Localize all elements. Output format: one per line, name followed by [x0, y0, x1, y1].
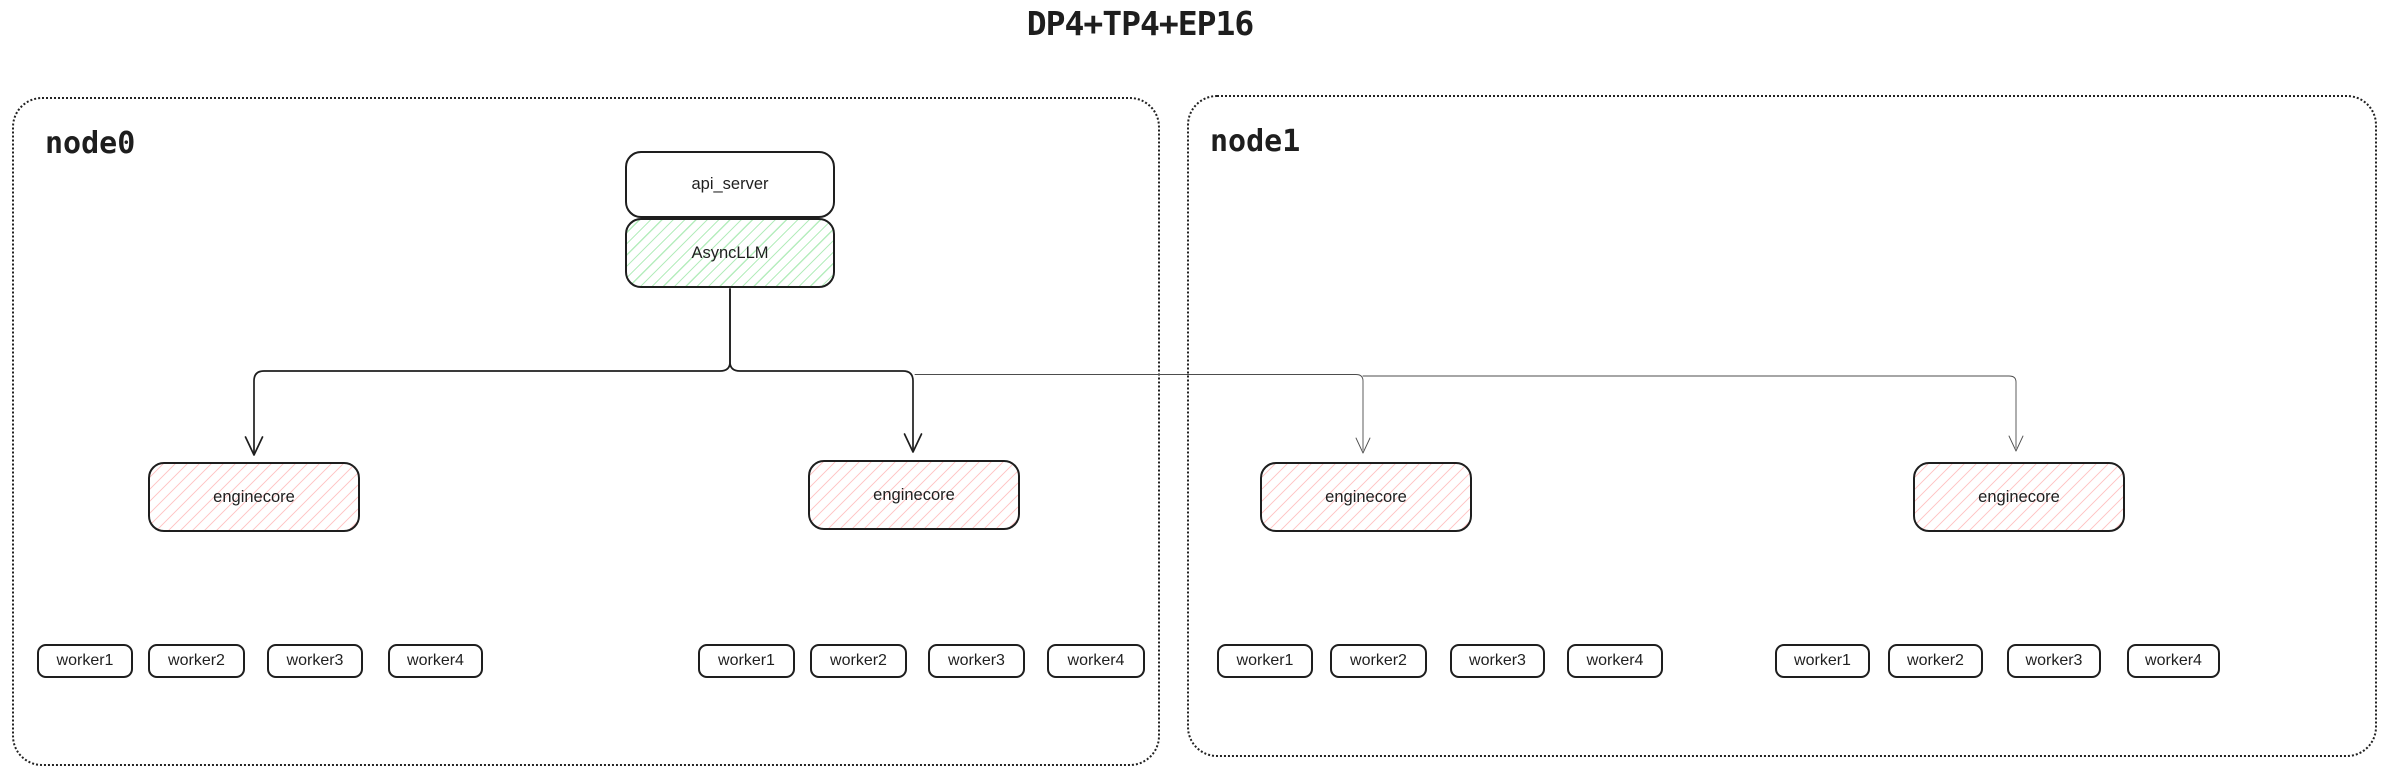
enginecore-box-node0-2: enginecore	[808, 460, 1020, 530]
api-server-box: api_server	[625, 151, 835, 218]
worker-box: worker1	[37, 644, 133, 678]
worker-box: worker3	[928, 644, 1025, 678]
enginecore-box-node1-2: enginecore	[1913, 462, 2125, 532]
worker-box: worker4	[388, 644, 483, 678]
worker-box: worker2	[810, 644, 907, 678]
worker-box: worker4	[1047, 644, 1145, 678]
diagram-title: DP4+TP4+EP16	[1026, 4, 1254, 43]
node1-label: node1	[1210, 124, 1301, 159]
worker-box: worker3	[2007, 644, 2101, 678]
worker-box: worker3	[267, 644, 363, 678]
worker-box: worker1	[1775, 644, 1870, 678]
worker-box: worker1	[698, 644, 795, 678]
node0-label: node0	[45, 126, 136, 161]
worker-box: worker4	[2127, 644, 2220, 678]
worker-box: worker1	[1217, 644, 1313, 678]
worker-box: worker2	[1888, 644, 1983, 678]
asyncllm-box: AsyncLLM	[625, 218, 835, 288]
enginecore-box-node1-1: enginecore	[1260, 462, 1472, 532]
worker-box: worker2	[148, 644, 245, 678]
worker-box: worker3	[1450, 644, 1545, 678]
worker-box: worker4	[1567, 644, 1663, 678]
enginecore-box-node0-1: enginecore	[148, 462, 360, 532]
worker-box: worker2	[1330, 644, 1427, 678]
